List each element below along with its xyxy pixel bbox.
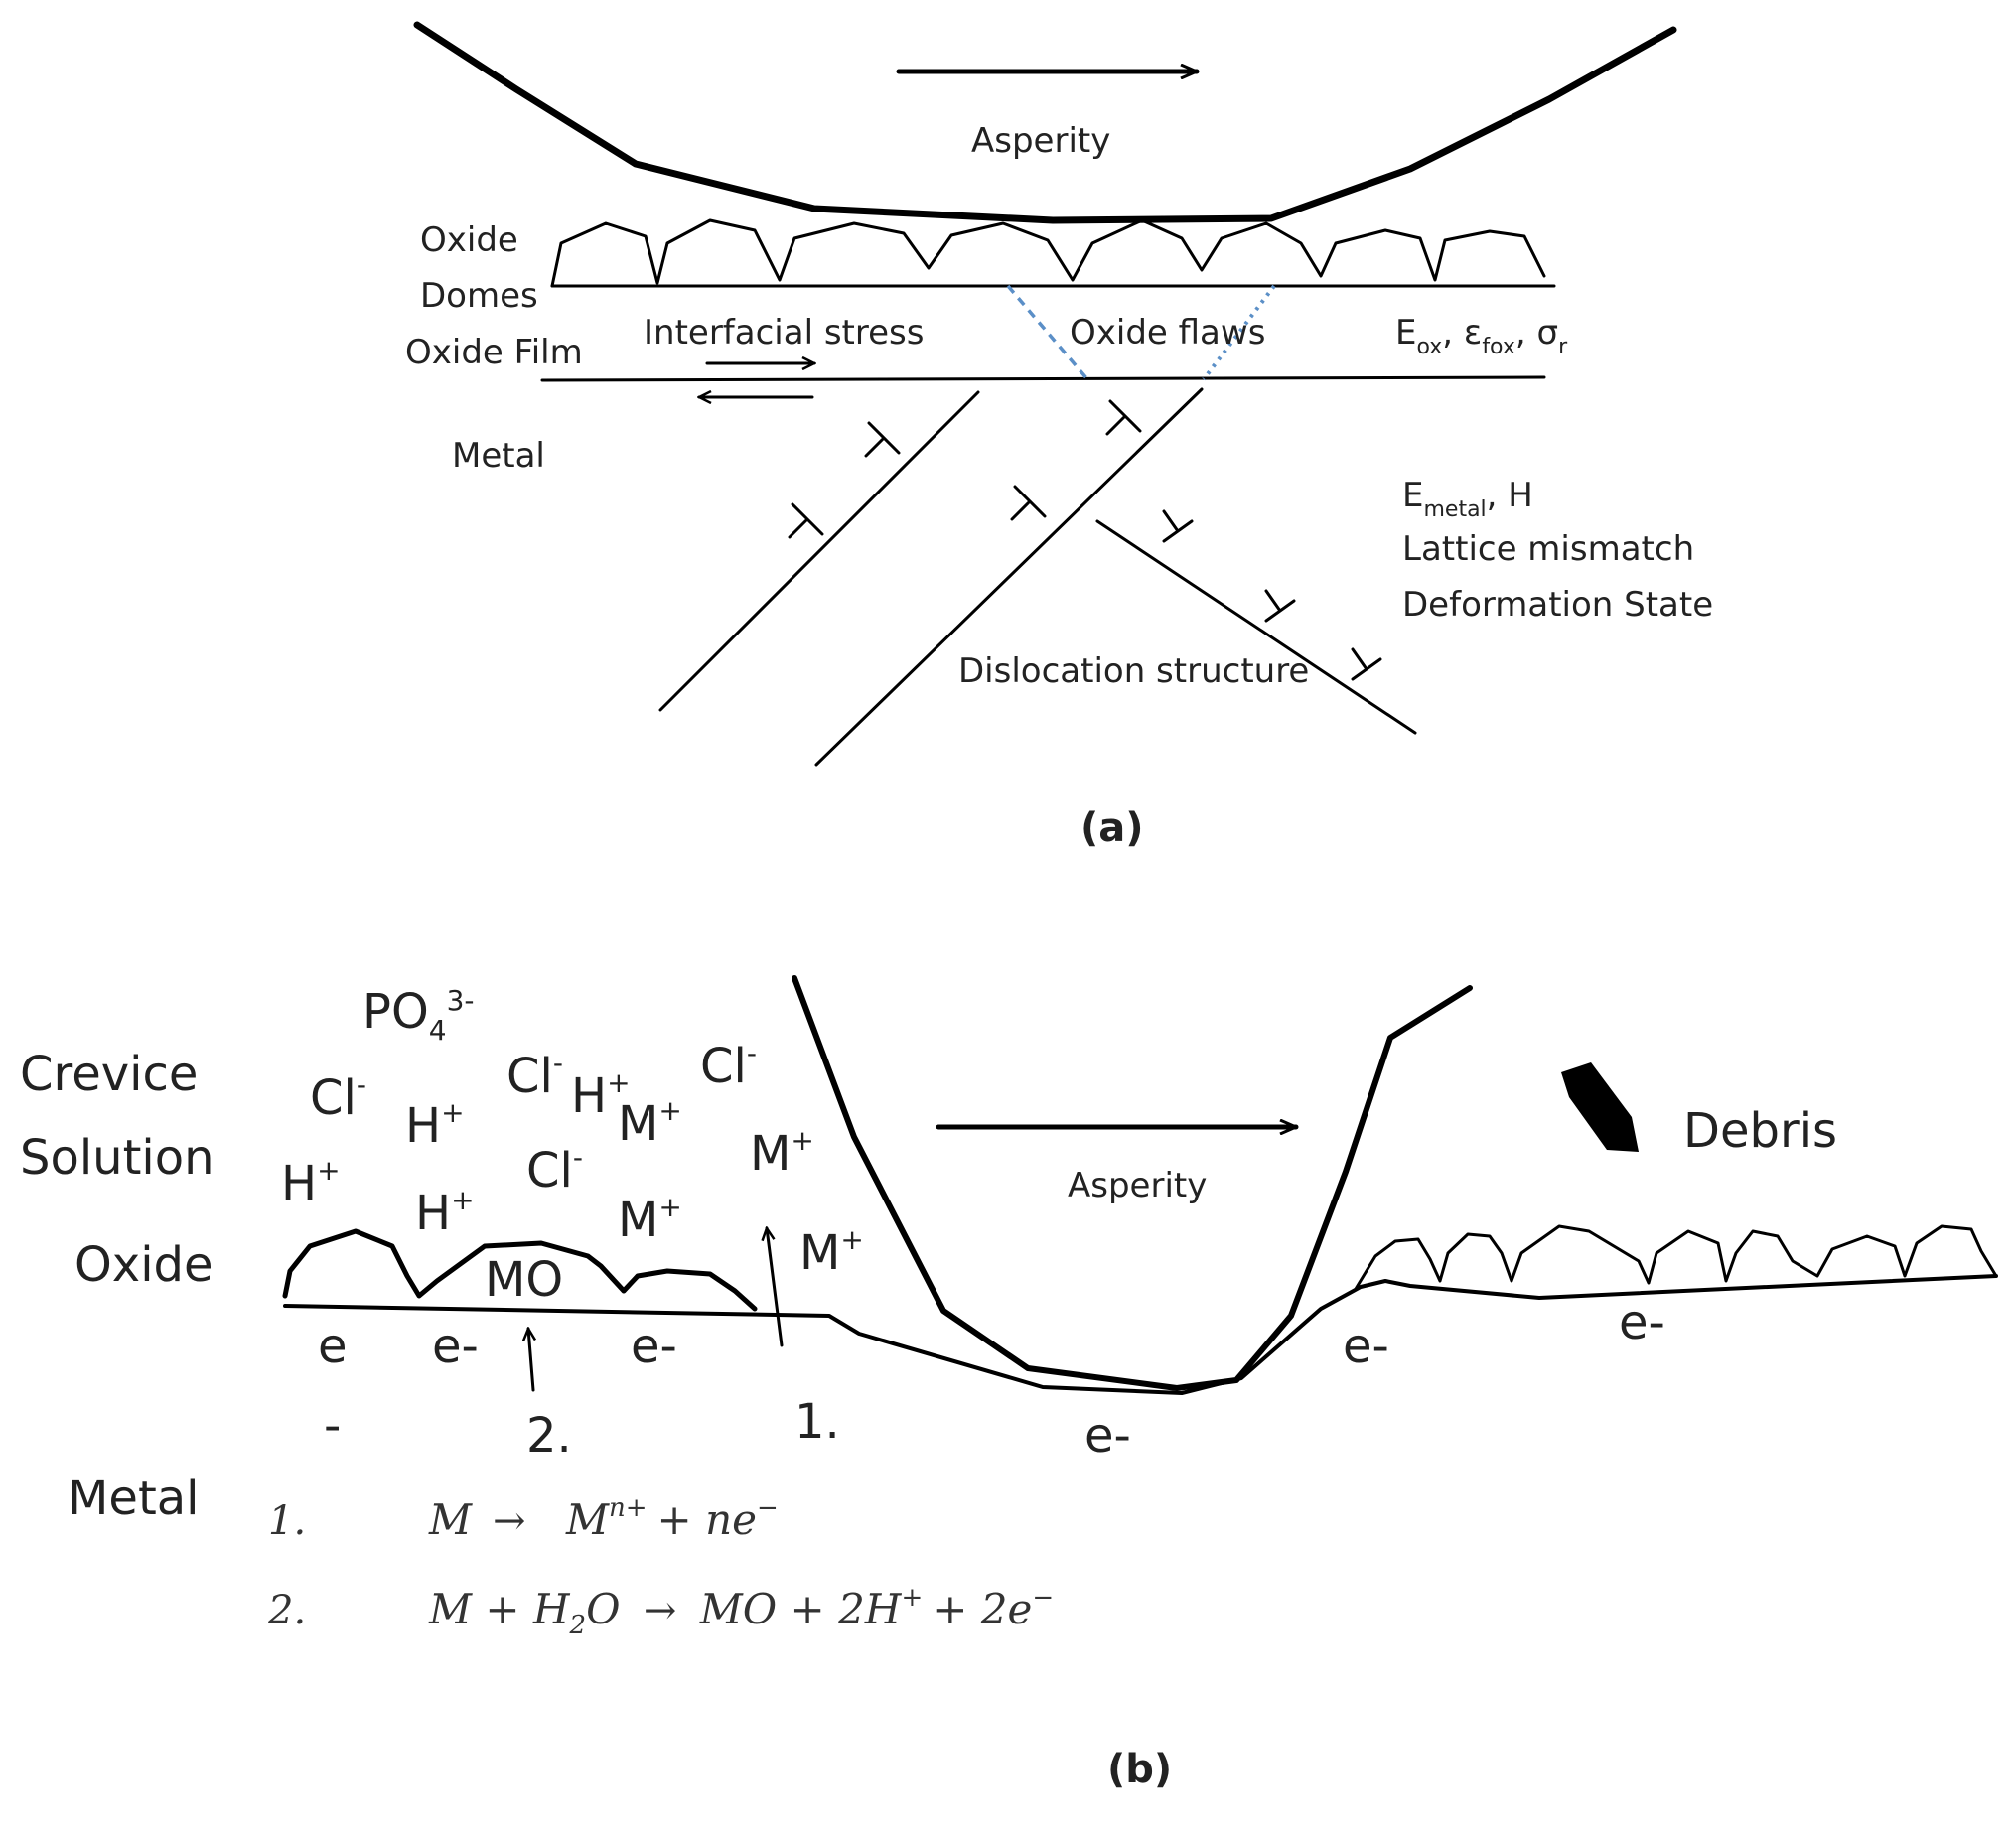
electron-label-2: e-	[432, 1319, 479, 1374]
ion-h-2: H+	[405, 1096, 465, 1154]
oxide-domes-right	[1354, 1224, 1998, 1291]
oxide-film-label: Oxide Film	[405, 333, 583, 372]
lattice-mismatch-label: Lattice mismatch	[1402, 529, 1694, 569]
po4-ion: PO43-	[362, 984, 474, 1047]
dislocation-structure-label: Dislocation structure	[958, 651, 1309, 691]
metal-properties-label: Emetal, H	[1402, 476, 1533, 522]
reaction-arrow-2	[528, 1329, 533, 1392]
electron-label-5: e-	[1343, 1319, 1389, 1374]
oxide-label-b: Oxide	[74, 1237, 214, 1293]
slip-plane-2	[814, 387, 1204, 767]
ion-m-1: M+	[618, 1094, 682, 1152]
ion-cl-1: Cl-	[310, 1068, 366, 1126]
ion-h-1: H+	[281, 1154, 341, 1211]
interfacial-stress-label: Interfacial stress	[644, 313, 924, 353]
electron-label-6: e-	[1619, 1295, 1665, 1350]
oxide-flaw-left	[1006, 284, 1089, 381]
debris-particle	[1561, 1062, 1639, 1152]
metal-label: Metal	[452, 436, 545, 476]
asperity-label: Asperity	[971, 121, 1110, 161]
asperity-curve	[413, 21, 1677, 224]
equation-1: 1. M → Mn++ ne−	[268, 1493, 779, 1544]
deformation-state-label: Deformation State	[1402, 585, 1713, 625]
mo-label: MO	[485, 1252, 563, 1308]
panel-b-caption: (b)	[1107, 1747, 1172, 1792]
ion-cl-3: Cl-	[700, 1037, 757, 1094]
equation-2: 2. M + H2O → MO + 2H++ 2e−	[267, 1583, 1054, 1640]
oxide-flaws-label: Oxide flaws	[1070, 313, 1265, 353]
asperity-label-b: Asperity	[1068, 1166, 1207, 1205]
ion-cl-2: Cl-	[506, 1047, 563, 1104]
ion-m-3: M+	[618, 1191, 682, 1248]
electron-label-1-dash: -	[324, 1398, 341, 1454]
panel-b: PO43- Crevice Solution Oxide Metal Asper…	[20, 975, 1998, 1792]
reaction-marker-1: 1.	[794, 1394, 840, 1450]
dislocation-symbols	[788, 399, 1382, 681]
oxide-metal-interface	[540, 375, 1546, 382]
oxide-domes	[550, 218, 1546, 288]
asperity-body	[792, 975, 1473, 1391]
panel-a: Asperity Oxide Domes Oxide Film	[405, 21, 1713, 851]
debris-label: Debris	[1683, 1103, 1837, 1159]
ion-m-4: M+	[799, 1223, 864, 1281]
slip-plane-3	[1095, 519, 1417, 735]
oxide-layer-left	[282, 1228, 758, 1312]
oxide-properties-label: Eox, εfox, σr	[1395, 313, 1568, 359]
crevice-label: Crevice	[20, 1047, 198, 1102]
metal-surface	[283, 1274, 1998, 1395]
oxide-flaw-right	[1202, 284, 1276, 381]
ion-m-2: M+	[750, 1124, 814, 1182]
ion-h-4: H+	[415, 1184, 475, 1241]
oxide-domes-text: Oxide	[420, 220, 518, 260]
electron-label-3: e-	[631, 1319, 677, 1374]
reaction-arrow-1	[767, 1228, 784, 1347]
ion-h-3: H+	[571, 1066, 631, 1124]
solution-label: Solution	[20, 1130, 215, 1186]
panel-a-caption: (a)	[1080, 805, 1144, 851]
metal-label-b: Metal	[68, 1471, 200, 1526]
reaction-marker-2: 2.	[526, 1408, 572, 1464]
electron-label-1: e	[318, 1319, 348, 1374]
electron-label-4: e-	[1084, 1408, 1131, 1464]
slip-plane-1	[658, 390, 980, 712]
ion-cl-4: Cl-	[526, 1141, 583, 1199]
oxide-domes-text-line2: Domes	[420, 276, 538, 316]
oxide-domes-label: Oxide Domes	[420, 220, 538, 316]
